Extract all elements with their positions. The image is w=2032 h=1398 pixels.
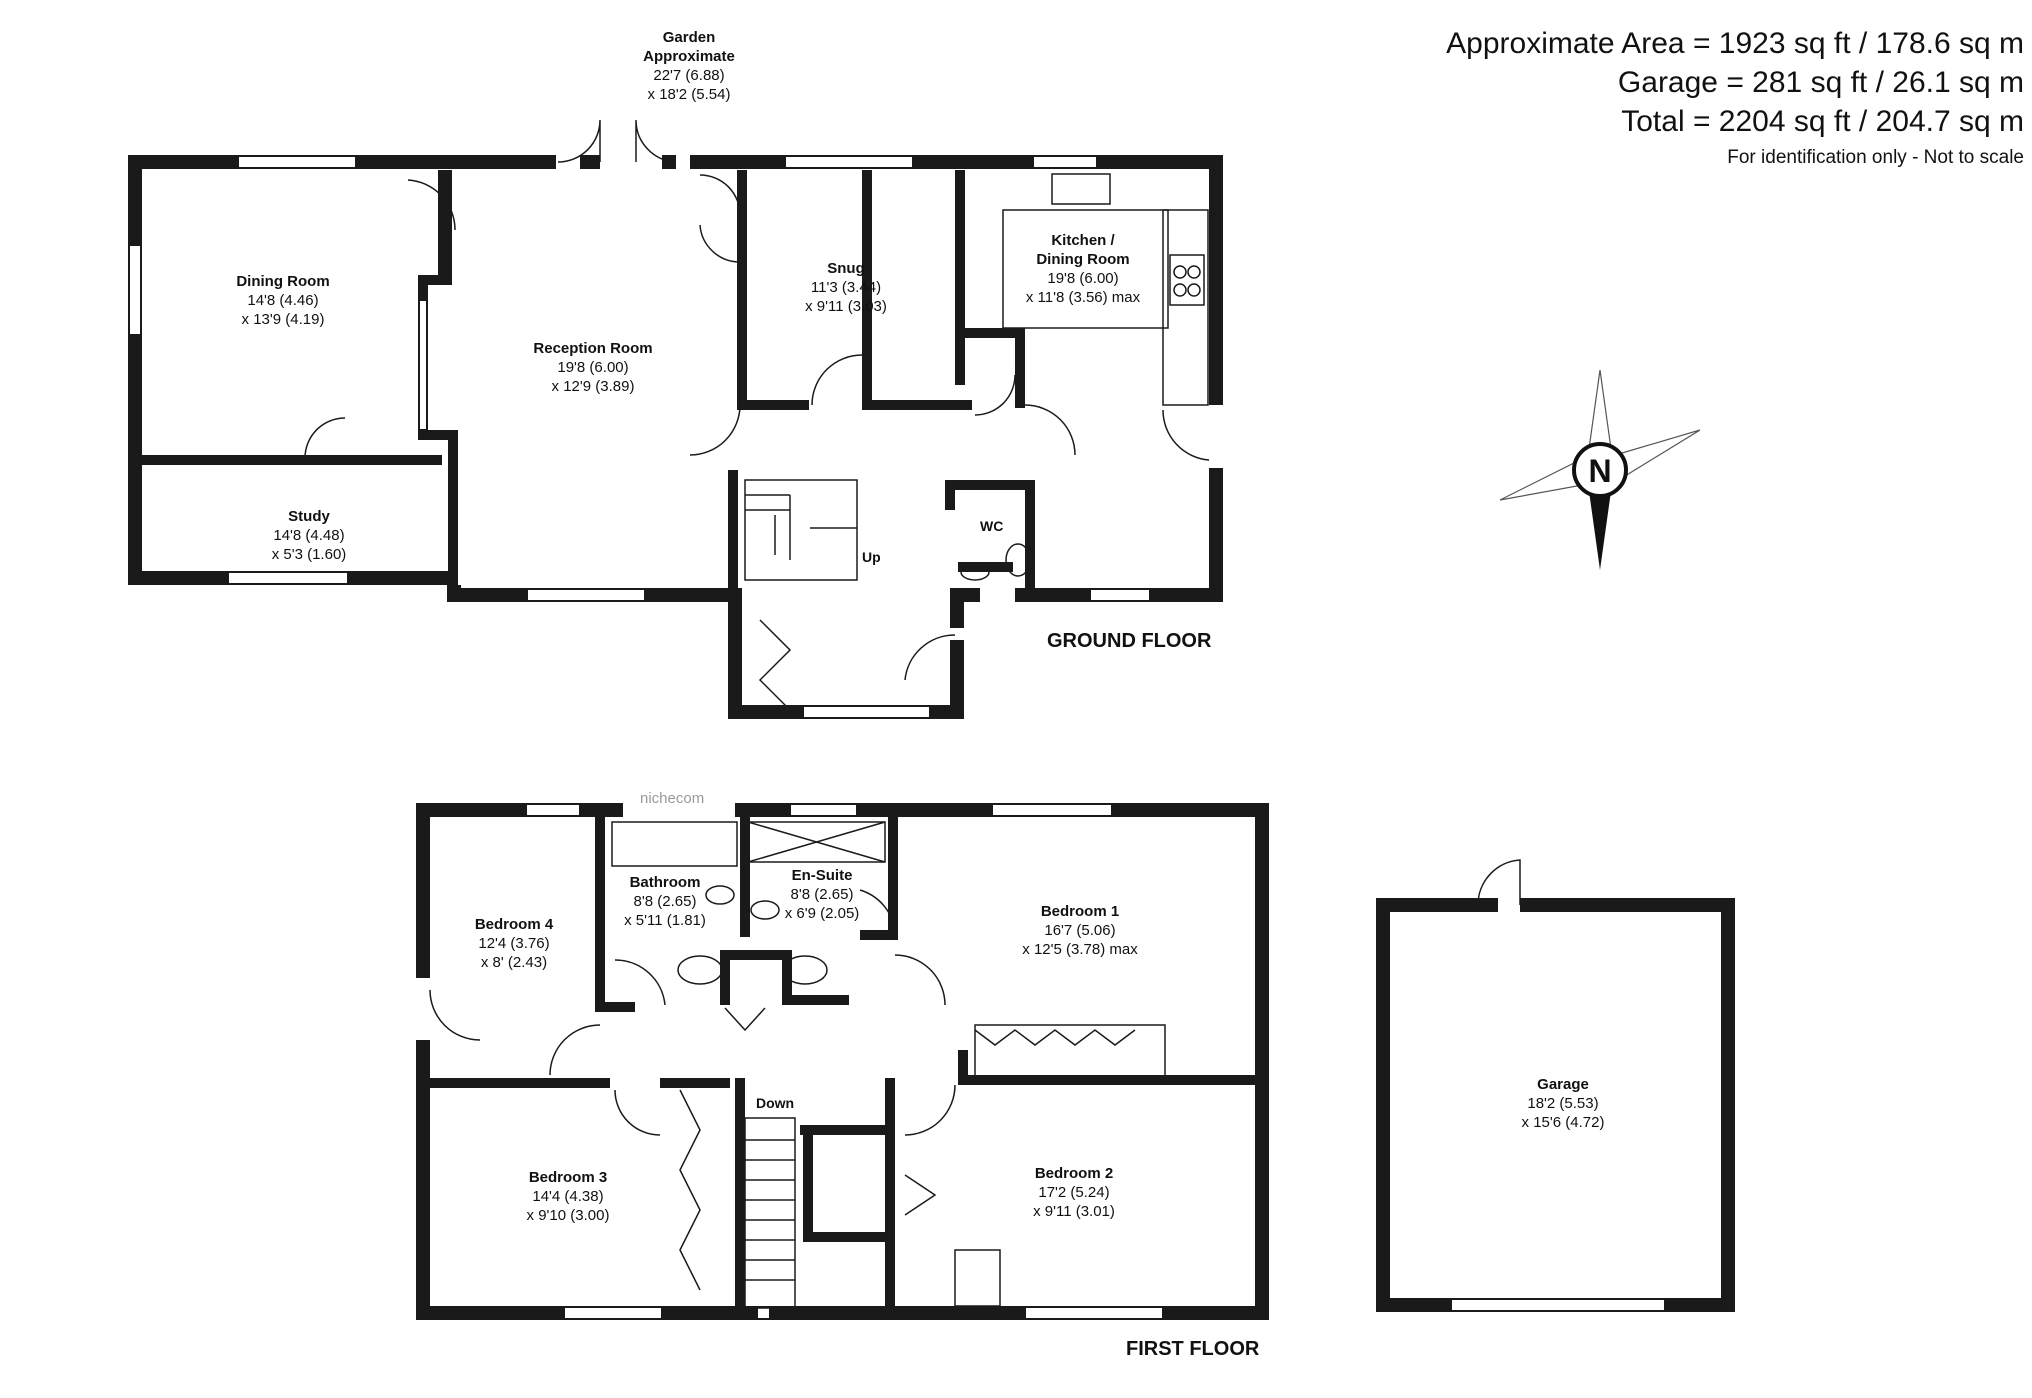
room-study: Study 14'8 (4.48) x 5'3 (1.60)	[271, 508, 347, 563]
scale-disclaimer: For identification only - Not to scale	[1727, 147, 2024, 168]
room-kitchen-dining: Kitchen / Dining Room 19'8 (6.00) x 11'8…	[1025, 232, 1141, 306]
room-bedroom-1: Bedroom 1 16'7 (5.06) x 12'5 (3.78) max	[1022, 903, 1138, 958]
ground-floor-title: GROUND FLOOR	[1047, 630, 1212, 652]
room-dining-room: Dining Room 14'8 (4.46) x 13'9 (4.19)	[236, 273, 330, 328]
area-garage: Garage = 281 sq ft / 26.1 sq m	[1617, 66, 2024, 99]
room-garage: Garage 18'2 (5.53) x 15'6 (4.72)	[1521, 1076, 1605, 1131]
garden-label: Garden Approximate 22'7 (6.88) x 18'2 (5…	[643, 29, 735, 103]
area-total: Total = 2204 sq ft / 204.7 sq m	[1621, 105, 2024, 138]
room-bedroom-2: Bedroom 2 17'2 (5.24) x 9'11 (3.01)	[1033, 1165, 1115, 1220]
room-bedroom-4: Bedroom 4 12'4 (3.76) x 8' (2.43)	[474, 916, 554, 971]
room-bathroom: Bathroom 8'8 (2.65) x 5'11 (1.81)	[624, 874, 706, 929]
area-approximate: Approximate Area = 1923 sq ft / 178.6 sq…	[1446, 27, 2024, 60]
area-summary: Approximate Area = 1923 sq ft / 178.6 sq…	[1446, 24, 2024, 169]
room-reception-room: Reception Room 19'8 (6.00) x 12'9 (3.89)	[533, 340, 653, 395]
wc-label: WC	[980, 518, 1004, 534]
room-bedroom-3: Bedroom 3 14'4 (4.38) x 9'10 (3.00)	[526, 1169, 610, 1224]
first-floor-title: FIRST FLOOR	[1126, 1338, 1260, 1360]
compass-label: N	[1588, 453, 1611, 489]
room-en-suite: En-Suite 8'8 (2.65) x 6'9 (2.05)	[784, 867, 860, 922]
compass-icon: N	[1500, 370, 1700, 570]
room-snug: Snug 11'3 (3.44) x 9'11 (3.03)	[805, 260, 887, 315]
watermark: nichecom	[640, 790, 705, 807]
stairs-up-label: Up	[862, 549, 881, 565]
stairs-down-label: Down	[756, 1095, 795, 1111]
